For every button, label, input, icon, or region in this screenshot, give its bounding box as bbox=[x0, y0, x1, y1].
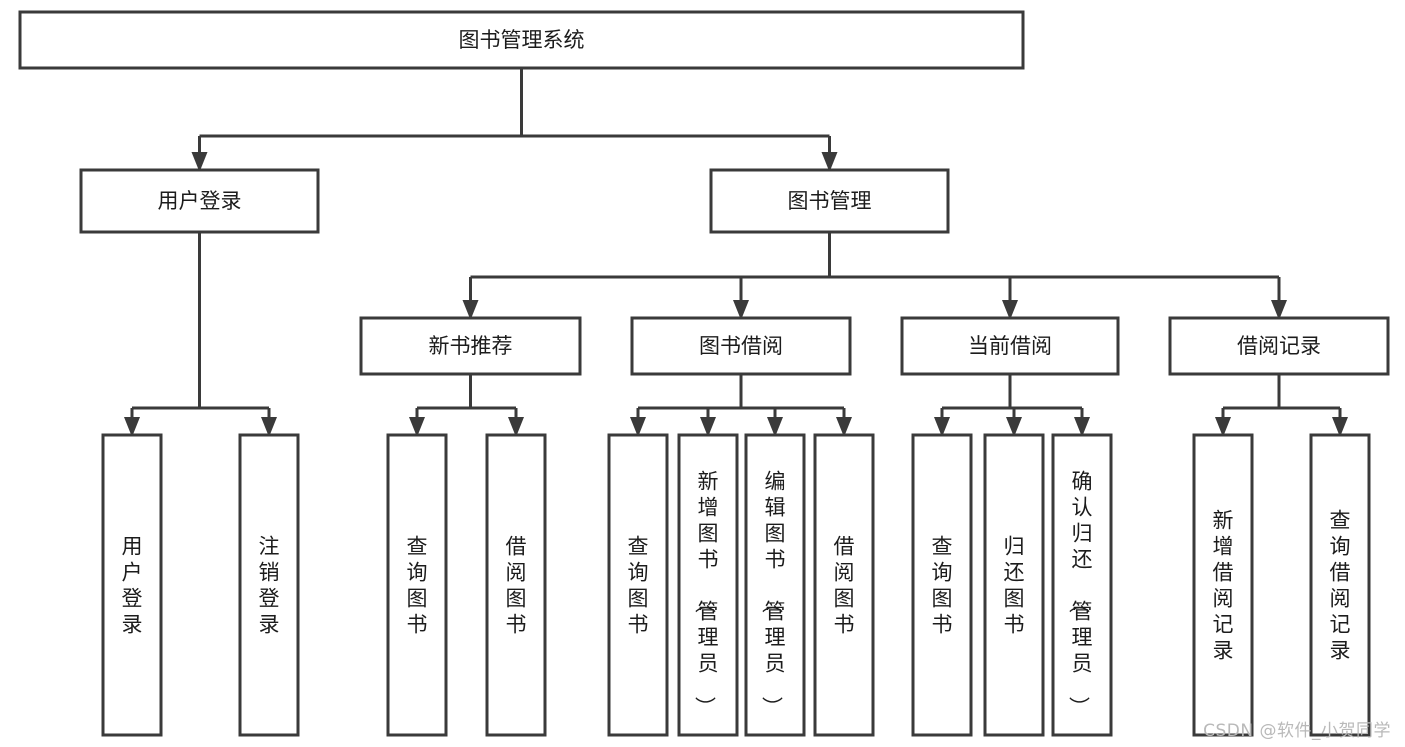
node-current-borrow[interactable]: 当前借阅 bbox=[900, 316, 1120, 376]
node-leaf-user-login[interactable]: 用户登录 bbox=[101, 433, 163, 737]
node-box bbox=[1051, 433, 1113, 737]
connector-arrowhead bbox=[1074, 417, 1090, 437]
node-box bbox=[677, 433, 739, 737]
node-box bbox=[386, 433, 448, 737]
node-leaf-query-book-2[interactable]: 查询图书 bbox=[607, 433, 669, 737]
node-leaf-borrow-book-1[interactable]: 借阅图书 bbox=[485, 433, 547, 737]
node-label: 确认归还（管理员） bbox=[1067, 469, 1093, 717]
node-leaf-add-book-admin[interactable]: 新增图书（管理员） bbox=[677, 433, 739, 737]
connector-arrowhead bbox=[934, 417, 950, 437]
node-label: 新增图书（管理员） bbox=[693, 469, 719, 717]
node-box bbox=[101, 433, 163, 737]
connector-arrowhead bbox=[836, 417, 852, 437]
connector-arrowhead bbox=[124, 417, 140, 437]
node-leaf-logout-login[interactable]: 注销登录 bbox=[238, 433, 300, 737]
node-label: 图书借阅 bbox=[699, 334, 783, 358]
node-box bbox=[709, 168, 950, 234]
node-box bbox=[983, 433, 1045, 737]
node-box bbox=[630, 316, 852, 376]
connector-arrowhead bbox=[1002, 300, 1018, 320]
node-label: 查询图书 bbox=[628, 534, 649, 636]
connector-arrowhead bbox=[261, 417, 277, 437]
node-box bbox=[1309, 433, 1371, 737]
node-label: 新书推荐 bbox=[429, 334, 513, 358]
node-label: 用户登录 bbox=[122, 534, 143, 636]
node-leaf-query-book-3[interactable]: 查询图书 bbox=[911, 433, 973, 737]
node-box bbox=[359, 316, 582, 376]
node-book-borrow[interactable]: 图书借阅 bbox=[630, 316, 852, 376]
node-label: 当前借阅 bbox=[968, 334, 1052, 358]
node-leaf-add-borrow-record[interactable]: 新增借阅记录 bbox=[1192, 433, 1254, 737]
connector-arrowhead bbox=[1271, 300, 1287, 320]
connector-arrowhead bbox=[1332, 417, 1348, 437]
node-label: 编辑图书（管理员） bbox=[760, 469, 786, 717]
node-label: 借阅图书 bbox=[506, 534, 527, 636]
node-label: 查询图书 bbox=[932, 534, 953, 636]
node-borrow-record[interactable]: 借阅记录 bbox=[1168, 316, 1390, 376]
node-box bbox=[911, 433, 973, 737]
connector-arrowhead bbox=[462, 300, 479, 320]
node-leaf-borrow-book-2[interactable]: 借阅图书 bbox=[813, 433, 875, 737]
node-leaf-query-book-1[interactable]: 查询图书 bbox=[386, 433, 448, 737]
node-box bbox=[1168, 316, 1390, 376]
node-label: 查询图书 bbox=[407, 534, 428, 636]
node-box bbox=[744, 433, 806, 737]
connector-arrowhead bbox=[191, 152, 208, 172]
connector-arrowhead bbox=[1006, 417, 1022, 437]
node-leaf-confirm-return-admin[interactable]: 确认归还（管理员） bbox=[1051, 433, 1113, 737]
connector-arrowhead bbox=[1215, 417, 1231, 437]
node-leaf-edit-book-admin[interactable]: 编辑图书（管理员） bbox=[744, 433, 806, 737]
node-label: 新增借阅记录 bbox=[1213, 508, 1234, 662]
node-label: 借阅图书 bbox=[834, 534, 855, 636]
node-user-login[interactable]: 用户登录 bbox=[79, 168, 320, 234]
connector-layer bbox=[124, 68, 1348, 437]
node-label: 归还图书 bbox=[1004, 534, 1025, 636]
node-leaf-return-book[interactable]: 归还图书 bbox=[983, 433, 1045, 737]
connector-arrowhead bbox=[733, 300, 749, 320]
node-box bbox=[1192, 433, 1254, 737]
connector-arrowhead bbox=[630, 417, 646, 437]
node-leaf-query-borrow-record[interactable]: 查询借阅记录 bbox=[1309, 433, 1371, 737]
connector-arrowhead bbox=[409, 417, 425, 437]
node-box bbox=[79, 168, 320, 234]
node-box bbox=[607, 433, 669, 737]
node-box bbox=[18, 10, 1025, 70]
node-box bbox=[238, 433, 300, 737]
node-new-book-rec[interactable]: 新书推荐 bbox=[359, 316, 582, 376]
node-label: 图书管理系统 bbox=[459, 28, 585, 52]
node-label: 查询借阅记录 bbox=[1330, 508, 1351, 662]
node-layer: 图书管理系统用户登录图书管理新书推荐图书借阅当前借阅借阅记录用户登录注销登录查询… bbox=[18, 10, 1390, 737]
node-box bbox=[485, 433, 547, 737]
node-box bbox=[813, 433, 875, 737]
node-label: 用户登录 bbox=[158, 189, 242, 213]
node-box bbox=[900, 316, 1120, 376]
connector-arrowhead bbox=[821, 152, 838, 172]
node-book-manage[interactable]: 图书管理 bbox=[709, 168, 950, 234]
node-label: 注销登录 bbox=[259, 534, 280, 636]
node-label: 借阅记录 bbox=[1237, 334, 1321, 358]
node-label: 图书管理 bbox=[788, 189, 872, 213]
connector-arrowhead bbox=[700, 417, 716, 437]
node-root[interactable]: 图书管理系统 bbox=[18, 10, 1025, 70]
connector-arrowhead bbox=[767, 417, 783, 437]
connector-arrowhead bbox=[508, 417, 524, 437]
